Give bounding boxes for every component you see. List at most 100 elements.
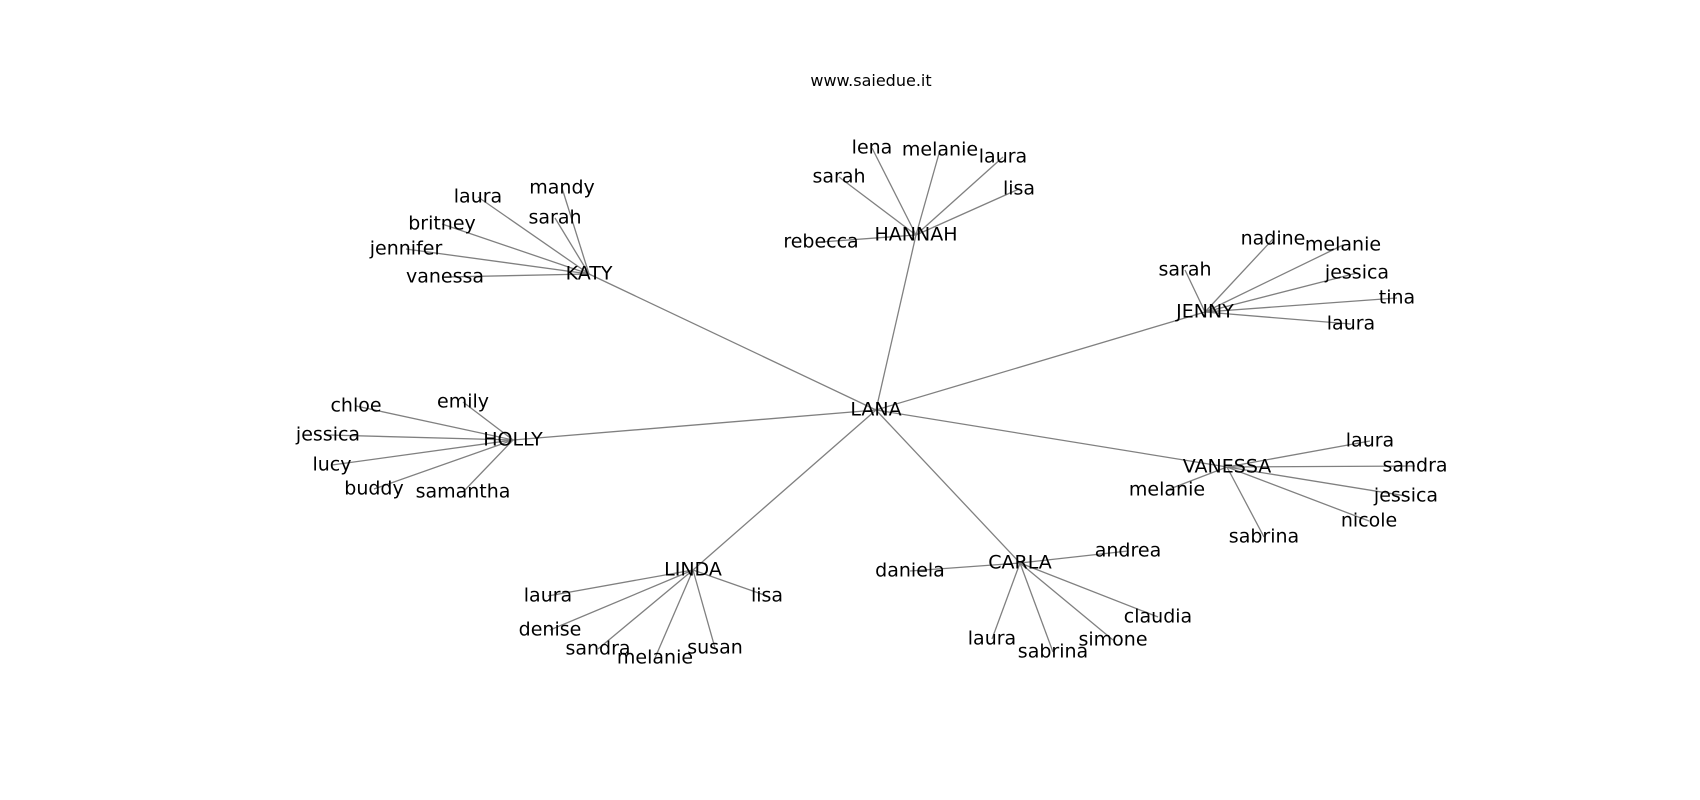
node-leaf-carla-sabrina: sabrina — [1018, 641, 1088, 663]
edge-holly-lucy — [331, 439, 514, 466]
node-leaf-hannah-laura: laura — [979, 146, 1027, 168]
node-group-holly: HOLLY — [483, 429, 543, 451]
edge-vanessa-sabrina — [1226, 466, 1265, 538]
edge-center-vanessa — [875, 409, 1228, 468]
node-leaf-jenny-tina: tina — [1379, 287, 1415, 309]
edge-carla-andrea — [1019, 550, 1129, 564]
edge-katy-vanessa — [444, 273, 590, 278]
edge-katy-jennifer — [405, 248, 590, 275]
edge-holly-jessica — [327, 434, 514, 441]
node-leaf-carla-daniela: daniela — [875, 560, 945, 582]
node-leaf-jenny-melanie: melanie — [1305, 234, 1381, 256]
node-leaf-hannah-lisa: lisa — [1003, 178, 1035, 200]
node-leaf-vanessa-laura: laura — [1346, 430, 1394, 452]
node-leaf-katy-sarah: sarah — [528, 207, 581, 229]
node-center-lana: LANA — [850, 399, 901, 421]
edge-jenny-tina — [1204, 297, 1398, 313]
edge-katy-mandy — [561, 187, 590, 275]
edge-linda-susan — [692, 569, 716, 649]
node-leaf-katy-vanessa: vanessa — [406, 266, 484, 288]
edge-katy-britney — [441, 223, 590, 275]
node-leaf-carla-simone: simone — [1078, 629, 1147, 651]
edge-jenny-jessica — [1204, 272, 1358, 313]
edge-hannah-laura — [915, 156, 1004, 236]
edge-holly-samantha — [462, 439, 514, 493]
node-leaf-katy-britney: britney — [408, 213, 476, 235]
edge-hannah-melanie — [915, 149, 941, 236]
node-leaf-jenny-nadine: nadine — [1241, 228, 1306, 250]
edge-vanessa-nicole — [1226, 466, 1370, 522]
edge-center-hannah — [875, 234, 917, 411]
edge-center-jenny — [875, 311, 1206, 411]
node-leaf-hannah-lena: lena — [852, 137, 893, 159]
edge-katy-sarah — [554, 217, 590, 275]
node-leaf-linda-sandra: sandra — [565, 638, 630, 660]
node-leaf-katy-laura: laura — [454, 186, 502, 208]
node-leaf-holly-buddy: buddy — [344, 478, 403, 500]
edge-center-holly — [512, 409, 877, 441]
node-leaf-holly-samantha: samantha — [416, 481, 511, 503]
node-leaf-carla-claudia: claudia — [1124, 606, 1192, 628]
edge-hannah-sarah — [838, 176, 917, 236]
node-leaf-hannah-melanie: melanie — [902, 139, 978, 161]
node-leaf-linda-laura: laura — [524, 585, 572, 607]
edge-linda-lisa — [692, 569, 768, 597]
edge-hannah-rebecca — [820, 234, 917, 243]
edge-jenny-sarah — [1184, 269, 1206, 313]
node-group-carla: CARLA — [988, 552, 1052, 574]
edge-carla-daniela — [909, 562, 1021, 572]
edge-jenny-nadine — [1204, 238, 1274, 313]
node-leaf-holly-lucy: lucy — [312, 454, 351, 476]
node-leaf-vanessa-nicole: nicole — [1341, 510, 1397, 532]
edge-linda-sandra — [597, 569, 694, 650]
node-leaf-jenny-jessica: jessica — [1324, 262, 1389, 284]
edge-linda-denise — [549, 569, 694, 631]
node-leaf-vanessa-sandra: sandra — [1382, 455, 1447, 477]
node-leaf-linda-denise: denise — [519, 619, 582, 641]
edge-vanessa-melanie — [1166, 466, 1228, 491]
edge-hannah-lisa — [915, 188, 1020, 236]
edge-holly-emily — [462, 401, 514, 441]
node-group-linda: LINDA — [664, 559, 722, 581]
edge-hannah-lena — [871, 147, 917, 236]
edge-holly-chloe — [355, 405, 514, 441]
node-leaf-hannah-sarah: sarah — [812, 166, 865, 188]
node-leaf-katy-jennifer: jennifer — [369, 238, 443, 260]
edge-vanessa-laura — [1226, 440, 1371, 468]
node-group-vanessa: VANESSA — [1183, 456, 1271, 478]
node-leaf-holly-emily: emily — [437, 391, 489, 413]
node-leaf-jenny-sarah: sarah — [1158, 259, 1211, 281]
node-leaf-vanessa-melanie: melanie — [1129, 479, 1205, 501]
edge-holly-buddy — [373, 439, 514, 490]
node-leaf-linda-susan: susan — [687, 637, 743, 659]
node-leaf-linda-lisa: lisa — [751, 585, 783, 607]
graph-edges — [327, 147, 1416, 659]
node-leaf-holly-jessica: jessica — [295, 424, 360, 446]
node-leaf-linda-melanie: melanie — [617, 647, 693, 669]
edge-jenny-laura — [1204, 311, 1352, 325]
node-leaf-hannah-rebecca: rebecca — [783, 231, 858, 253]
node-leaf-carla-laura: laura — [968, 628, 1016, 650]
edge-vanessa-jessica — [1226, 466, 1407, 497]
edge-center-linda — [692, 409, 877, 571]
edge-linda-melanie — [654, 569, 694, 659]
node-group-jenny: JENNY — [1175, 301, 1234, 323]
node-leaf-katy-mandy: mandy — [529, 177, 595, 199]
edge-carla-laura — [991, 562, 1021, 640]
node-leaf-vanessa-sabrina: sabrina — [1229, 526, 1299, 548]
node-leaf-vanessa-jessica: jessica — [1373, 485, 1438, 507]
edge-carla-sabrina — [1019, 562, 1054, 653]
node-leaf-jenny-laura: laura — [1327, 313, 1375, 335]
node-group-hannah: HANNAH — [875, 224, 958, 246]
edge-jenny-melanie — [1204, 244, 1344, 313]
node-group-katy: KATY — [566, 263, 613, 285]
node-leaf-holly-chloe: chloe — [330, 395, 381, 417]
edge-linda-laura — [547, 569, 694, 597]
site-title: www.saiedue.it — [810, 71, 932, 90]
edge-katy-laura — [477, 196, 590, 275]
edge-carla-simone — [1019, 562, 1114, 641]
edge-carla-claudia — [1019, 562, 1159, 618]
edge-center-katy — [588, 273, 877, 411]
